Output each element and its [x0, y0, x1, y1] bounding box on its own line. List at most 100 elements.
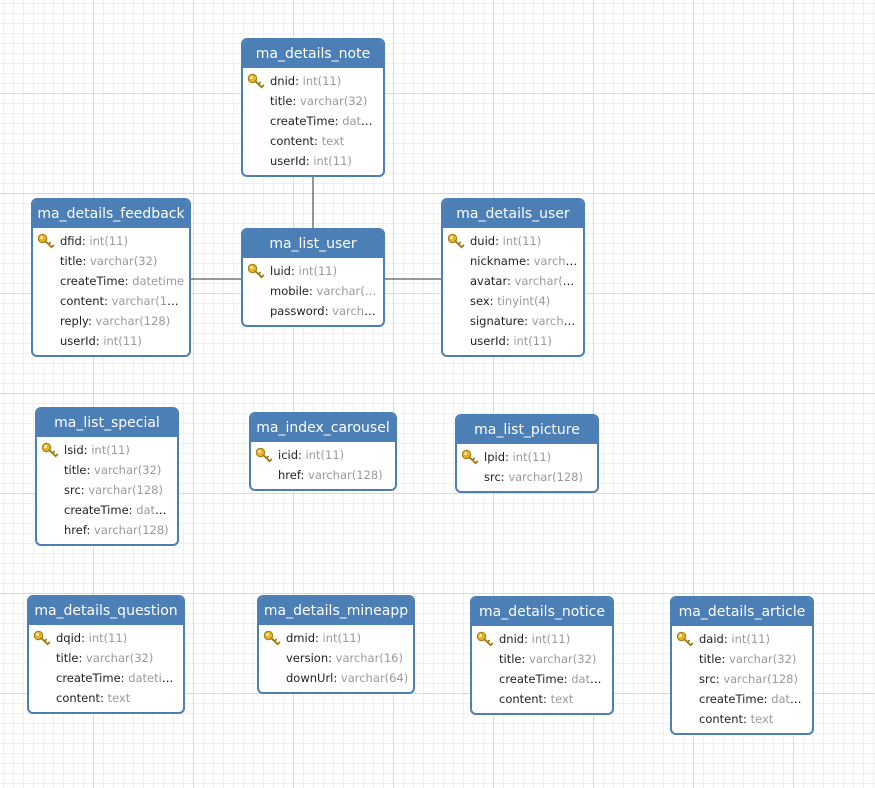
field-row[interactable]: userId: int(11) — [243, 151, 383, 171]
field-row[interactable]: icid: int(11) — [251, 445, 395, 465]
field-name: content — [270, 134, 315, 148]
field-name: title — [499, 652, 522, 666]
field-text: mobile: varchar(… — [270, 281, 379, 301]
field-text: title: varchar(32) — [699, 649, 808, 669]
field-type: int(11) — [513, 334, 552, 348]
field-row[interactable]: src: varchar(128) — [37, 480, 177, 500]
table-article[interactable]: ma_details_article daid: int(11)title: va… — [670, 596, 814, 735]
field-name: createTime — [699, 692, 764, 706]
field-row[interactable]: sex: tinyint(4) — [443, 291, 583, 311]
field-row[interactable]: lsid: int(11) — [37, 440, 177, 460]
field-type: varchar(128) — [95, 314, 171, 328]
field-type: int(11) — [322, 631, 362, 645]
field-row[interactable]: content: text — [472, 689, 612, 709]
field-separator: : — [495, 234, 503, 248]
field-row[interactable]: userId: int(11) — [33, 331, 189, 351]
field-text: lsid: int(11) — [64, 440, 173, 460]
field-row[interactable]: dmid: int(11) — [259, 628, 413, 648]
field-type: date… — [571, 672, 608, 686]
table-title: ma_list_user — [243, 230, 383, 258]
field-type: int(11) — [305, 448, 345, 462]
field-name: downUrl — [286, 671, 334, 685]
field-row[interactable]: content: text — [672, 709, 812, 729]
field-row[interactable]: daid: int(11) — [672, 629, 812, 649]
field-separator: : — [88, 314, 96, 328]
field-row[interactable]: signature: varcha… — [443, 311, 583, 331]
field-row[interactable]: dqid: int(11) — [29, 628, 183, 648]
table-title: ma_details_notice — [472, 598, 612, 626]
field-row[interactable]: createTime: dateti… — [243, 111, 383, 131]
field-name: content — [60, 294, 105, 308]
field-row[interactable]: href: varchar(128) — [251, 465, 395, 485]
field-type: int(11) — [91, 443, 130, 457]
field-separator: : — [721, 652, 730, 666]
field-row[interactable]: luid: int(11) — [243, 261, 383, 281]
field-row[interactable]: src: varchar(128) — [457, 467, 597, 487]
table-question[interactable]: ma_details_question dqid: int(11)title: v… — [27, 595, 185, 714]
field-row[interactable]: createTime: date… — [672, 689, 812, 709]
field-row[interactable]: createTime: datetime — [29, 668, 183, 688]
field-row[interactable]: nickname: varcha… — [443, 251, 583, 271]
field-row[interactable]: downUrl: varchar(64) — [259, 668, 413, 688]
field-type: datetime — [132, 274, 185, 288]
field-row[interactable]: mobile: varchar(… — [243, 281, 383, 301]
field-separator: : — [315, 631, 323, 645]
field-type: date… — [136, 503, 173, 517]
field-row[interactable]: createTime: date… — [37, 500, 177, 520]
field-row[interactable]: avatar: varchar(1… — [443, 271, 583, 291]
field-text: userId: int(11) — [60, 331, 185, 351]
field-row[interactable]: href: varchar(128) — [37, 520, 177, 540]
field-row[interactable]: title: varchar(32) — [37, 460, 177, 480]
field-row[interactable]: dnid: int(11) — [472, 629, 612, 649]
field-text: createTime: datetime — [56, 668, 179, 688]
field-type: varchar(128) — [308, 468, 383, 482]
field-row[interactable]: userId: int(11) — [443, 331, 583, 351]
field-type: int(11) — [502, 234, 542, 248]
field-row[interactable]: duid: int(11) — [443, 231, 583, 251]
table-title: ma_details_question — [29, 597, 183, 625]
field-row[interactable]: title: varchar(32) — [243, 91, 383, 111]
table-list-user[interactable]: ma_list_user luid: int(11)mobile: varchar… — [241, 228, 385, 327]
field-row[interactable]: src: varchar(128) — [672, 669, 812, 689]
field-row[interactable]: createTime: date… — [472, 669, 612, 689]
field-name: avatar — [470, 274, 507, 288]
field-list: duid: int(11)nickname: varcha…avatar: va… — [443, 228, 583, 355]
field-name: content — [699, 712, 744, 726]
field-row[interactable]: content: varchar(128) — [33, 291, 189, 311]
table-title: ma_details_article — [672, 598, 812, 626]
field-text: dnid: int(11) — [270, 71, 379, 91]
field-name: dqid — [56, 631, 82, 645]
field-list: lsid: int(11)title: varchar(32)src: varc… — [37, 437, 177, 544]
field-row[interactable]: createTime: datetime — [33, 271, 189, 291]
field-row[interactable]: reply: varchar(128) — [33, 311, 189, 331]
field-separator: : — [100, 691, 108, 705]
field-separator: : — [292, 94, 301, 108]
field-type: varchar(32) — [300, 94, 368, 108]
field-row[interactable]: content: text — [243, 131, 383, 151]
field-name: reply — [60, 314, 89, 328]
field-row[interactable]: content: text — [29, 688, 183, 708]
field-text: dqid: int(11) — [56, 628, 179, 648]
field-row[interactable]: dfid: int(11) — [33, 231, 189, 251]
field-row[interactable]: title: varchar(32) — [672, 649, 812, 669]
field-row[interactable]: dnid: int(11) — [243, 71, 383, 91]
field-row[interactable]: title: varchar(32) — [33, 251, 189, 271]
field-text: signature: varcha… — [470, 311, 579, 331]
field-text: createTime: date… — [64, 500, 173, 520]
table-notice[interactable]: ma_details_notice dnid: int(11)title: var… — [470, 596, 614, 715]
field-list: icid: int(11)href: varchar(128) — [251, 442, 395, 489]
field-row[interactable]: title: varchar(32) — [472, 649, 612, 669]
field-name: createTime — [270, 114, 335, 128]
field-row[interactable]: lpid: int(11) — [457, 447, 597, 467]
field-row[interactable]: title: varchar(32) — [29, 648, 183, 668]
field-row[interactable]: version: varchar(16) — [259, 648, 413, 668]
table-title: ma_details_user — [443, 200, 583, 228]
field-row[interactable]: password: varcha… — [243, 301, 383, 321]
